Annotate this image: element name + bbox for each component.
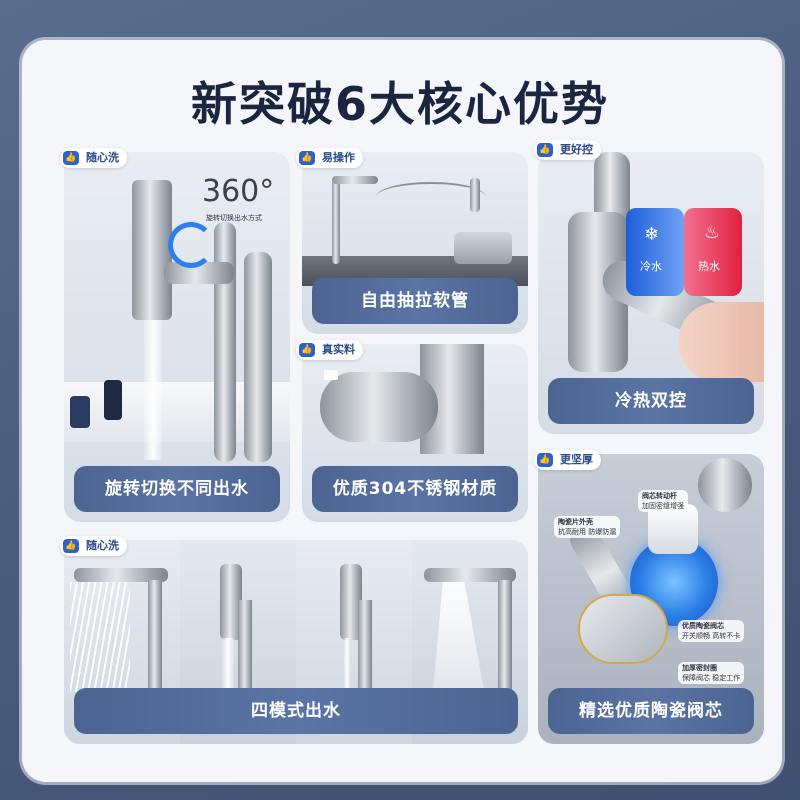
- tag-hotcold: 👍 更好控: [534, 140, 601, 160]
- bottle-icon: [104, 380, 122, 420]
- tag-modes: 👍 随心洗: [60, 536, 127, 556]
- hot-panel: ♨ 热水: [684, 208, 742, 296]
- card-modes: 四模式出水: [64, 540, 528, 744]
- thumbs-up-icon: 👍: [63, 151, 79, 165]
- card-pullout: 自由抽拉软管: [302, 152, 528, 334]
- card-rotate: 360° 旋转切换出水方式 旋转切换不同出水: [64, 152, 290, 522]
- mode-panel-4: [412, 540, 528, 744]
- callout-seal: 加厚密封圈保障阀芯 稳定工作: [678, 662, 745, 684]
- hose: [376, 182, 486, 212]
- tag-pullout: 👍 易操作: [296, 148, 363, 168]
- tag-rotate: 👍 随心洗: [60, 148, 127, 168]
- thumbs-up-icon: 👍: [63, 539, 79, 553]
- tag-material: 👍 真实料: [296, 340, 363, 360]
- waterfall: [432, 582, 486, 702]
- caption-valve: 精选优质陶瓷阀芯: [548, 688, 754, 734]
- thumbs-up-icon: 👍: [299, 151, 315, 165]
- snowflake-icon: ❄: [644, 224, 660, 245]
- tag-valve: 👍 更坚厚: [534, 450, 601, 470]
- callout-ceramic: 优质陶瓷阀芯开关顺畅 高转不卡: [678, 620, 745, 642]
- caption-hotcold: 冷热双控: [548, 378, 754, 424]
- card-hotcold: ❄ 冷水 ♨ 热水 冷热双控: [538, 152, 764, 434]
- caption-material: 优质304不锈钢材质: [312, 466, 518, 512]
- thumbs-up-icon: 👍: [537, 143, 553, 157]
- rotate-arrow-icon: [168, 222, 214, 268]
- caption-rotate: 旋转切换不同出水: [74, 466, 280, 512]
- caption-pullout: 自由抽拉软管: [312, 278, 518, 324]
- thumbs-up-icon: 👍: [537, 453, 553, 467]
- card-material: 优质304不锈钢材质: [302, 344, 528, 522]
- pot: [454, 232, 512, 264]
- thumbs-up-icon: 👍: [299, 343, 315, 357]
- spray: [70, 582, 130, 692]
- valve-body: [578, 594, 668, 664]
- callout-stem: 阀芯转动杆加固密缝增强: [638, 490, 688, 512]
- aerator-cap: [324, 370, 338, 380]
- valve-stem: [648, 504, 698, 554]
- page-title: 新突破6大核心优势: [190, 77, 609, 131]
- caption-modes: 四模式出水: [74, 688, 518, 734]
- hand: [678, 302, 764, 382]
- cold-panel: ❄ 冷水: [626, 208, 684, 296]
- rotation-sub: 旋转切换出水方式: [206, 214, 262, 222]
- bottle-icon: [70, 396, 90, 428]
- rotation-badge: 360°: [202, 174, 275, 209]
- steam-icon: ♨: [704, 222, 721, 243]
- card-valve: 阀芯转动杆加固密缝增强 陶瓷片外壳抗高耐用 防爆防漏 优质陶瓷阀芯开关顺畅 高转…: [538, 454, 764, 744]
- callout-shell: 陶瓷片外壳抗高耐用 防爆防漏: [554, 516, 621, 538]
